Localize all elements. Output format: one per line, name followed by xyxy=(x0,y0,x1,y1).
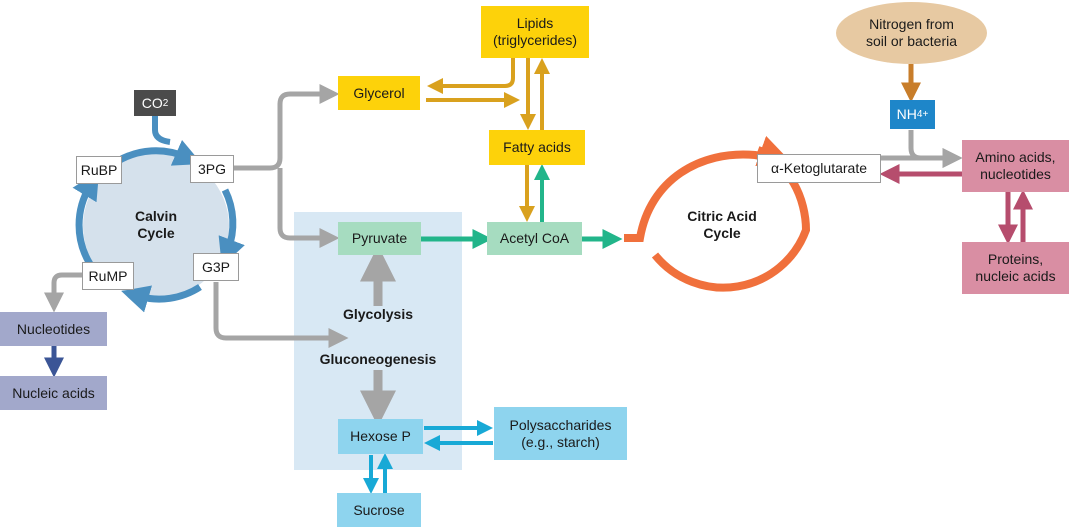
lipids-line2: (triglycerides) xyxy=(492,32,577,48)
co2-label: CO xyxy=(141,94,163,111)
nh4-subscript: 4 xyxy=(916,109,923,120)
nh4-label: NH xyxy=(896,106,917,122)
nucleotides-box: Nucleotides xyxy=(0,312,107,346)
glycerol-label: Glycerol xyxy=(353,84,405,101)
amino-line2: nucleotides xyxy=(980,166,1051,182)
sucrose-label: Sucrose xyxy=(353,501,405,518)
fatty-acids-box: Fatty acids xyxy=(489,130,585,165)
calvin-title-line1: Calvin xyxy=(134,208,177,224)
pyruvate-label: Pyruvate xyxy=(351,230,408,246)
sucrose-box: Sucrose xyxy=(337,493,421,527)
glycerol-box: Glycerol xyxy=(338,76,420,110)
citric-cycle-fill xyxy=(644,154,788,298)
co2-arrow xyxy=(152,116,171,145)
gluconeogenesis-label: Gluconeogenesis xyxy=(319,351,437,367)
fatty-acids-label: Fatty acids xyxy=(503,139,571,155)
g3p-to-glycolysis-arrow xyxy=(213,282,349,348)
nucleic-acids-label: Nucleic acids xyxy=(12,384,95,401)
rubp-box: RuBP xyxy=(76,156,122,184)
g3p-label: G3P xyxy=(201,258,230,275)
citric-cycle-title: Citric Acid Cycle xyxy=(672,208,772,242)
citric-cycle-arc xyxy=(624,150,811,292)
nucleic-acids-box: Nucleic acids xyxy=(0,376,107,410)
calvin-title-line2: Cycle xyxy=(137,225,175,241)
nucleotides-label: Nucleotides xyxy=(16,320,91,337)
rump-label: RuMP xyxy=(88,267,128,284)
citric-title-line2: Cycle xyxy=(703,225,741,241)
proteins-line1: Proteins, xyxy=(987,251,1044,267)
lipids-to-glycerol-arrow xyxy=(427,58,515,94)
polysaccharides-line1: Polysaccharides xyxy=(509,416,612,433)
polysaccharides-box: Polysaccharides (e.g., starch) xyxy=(494,407,627,460)
calvin-arc-left xyxy=(72,171,100,266)
3pg-to-pyruvate-arrow xyxy=(277,168,340,248)
nitrogen-source-ellipse: Nitrogen from soil or bacteria xyxy=(836,2,987,64)
proteins-line2: nucleic acids xyxy=(975,268,1056,284)
citric-title-line1: Citric Acid xyxy=(687,208,757,224)
calvin-arc-top xyxy=(116,139,203,166)
glycolysis-label: Glycolysis xyxy=(342,306,414,322)
hexose-p-box: Hexose P xyxy=(338,419,423,454)
rump-box: RuMP xyxy=(82,262,134,290)
3pg-box: 3PG xyxy=(190,155,234,183)
amino-acids-box: Amino acids, nucleotides xyxy=(962,140,1069,192)
calvin-arc-right xyxy=(218,188,245,267)
ketoglutarate-label: α-Ketoglutarate xyxy=(770,160,868,176)
nitrogen-line2: soil or bacteria xyxy=(865,33,958,49)
proteins-box: Proteins, nucleic acids xyxy=(962,242,1069,294)
pyruvate-box: Pyruvate xyxy=(338,222,421,255)
nitrogen-line1: Nitrogen from xyxy=(869,16,954,32)
acetyl-coa-label: Acetyl CoA xyxy=(499,230,570,246)
amino-line1: Amino acids, xyxy=(975,149,1056,165)
nh4-superscript: + xyxy=(922,109,929,120)
3pg-to-glycerol-arrow xyxy=(234,84,340,171)
polysaccharides-line2: (e.g., starch) xyxy=(521,433,600,450)
calvin-cycle-title: Calvin Cycle xyxy=(116,208,196,242)
g3p-box: G3P xyxy=(193,253,239,281)
rubp-label: RuBP xyxy=(80,161,118,178)
ketoglutarate-box: α-Ketoglutarate xyxy=(757,154,881,183)
lipids-box: Lipids (triglycerides) xyxy=(481,6,589,58)
acetyl-coa-box: Acetyl CoA xyxy=(487,222,582,255)
lipids-line1: Lipids xyxy=(516,15,554,31)
3pg-label: 3PG xyxy=(197,160,226,177)
rump-to-nucleotides-arrow xyxy=(44,272,82,313)
nh4-to-amino-acids-arrow xyxy=(908,130,963,168)
calvin-arc-bottom xyxy=(121,284,202,313)
co2-subscript: 2 xyxy=(162,97,169,109)
hexose-p-label: Hexose P xyxy=(350,428,411,444)
